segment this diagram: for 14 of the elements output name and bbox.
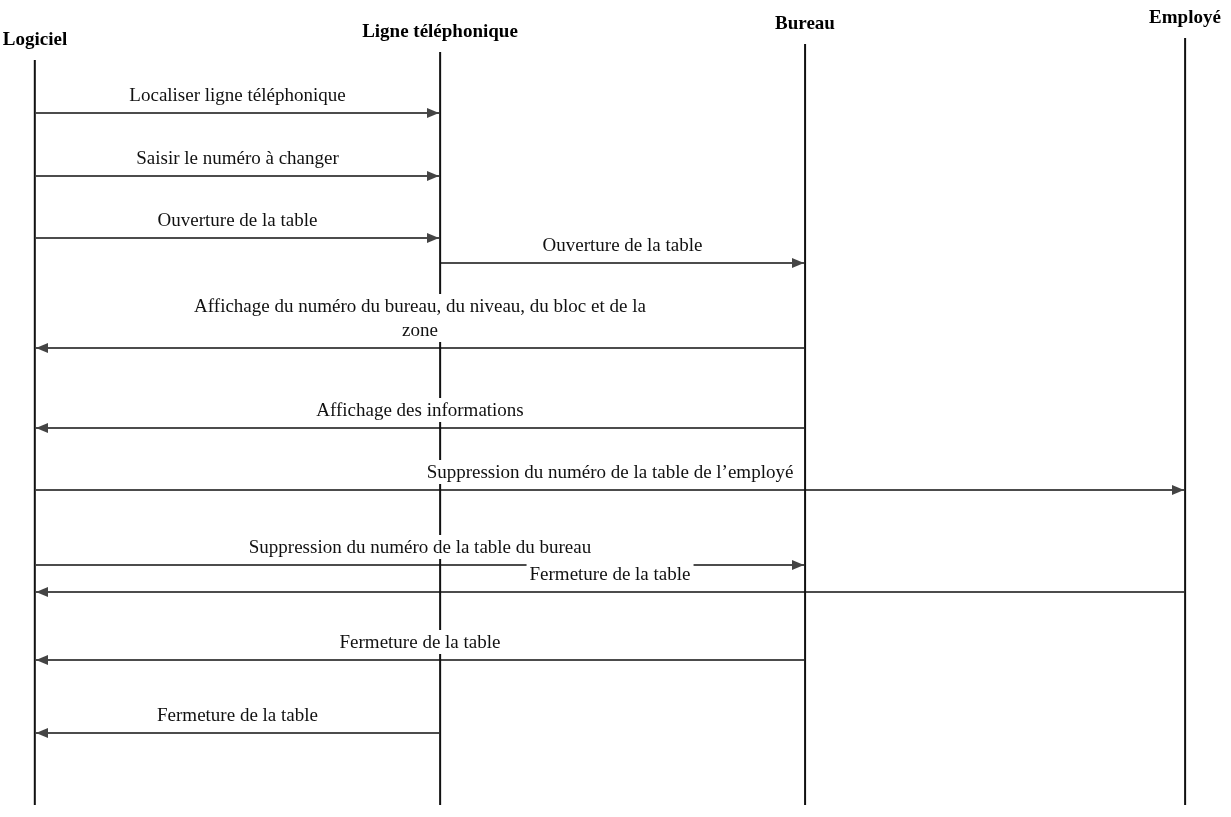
message-arrow (35, 233, 440, 243)
message-arrow (35, 728, 440, 738)
message-arrow (35, 423, 805, 433)
lifeline-title: Bureau (775, 12, 835, 34)
message-arrow (35, 108, 440, 118)
lifeline-title: Employé (1149, 6, 1221, 28)
message-arrow (440, 258, 805, 268)
lifeline-title: Ligne téléphonique (362, 20, 518, 42)
message-arrow (35, 171, 440, 181)
message-arrow (35, 587, 1185, 597)
message-arrow (35, 655, 805, 665)
lifeline-title: Logiciel (2, 28, 68, 50)
message-arrow (35, 485, 1185, 495)
message-arrow (35, 343, 805, 353)
